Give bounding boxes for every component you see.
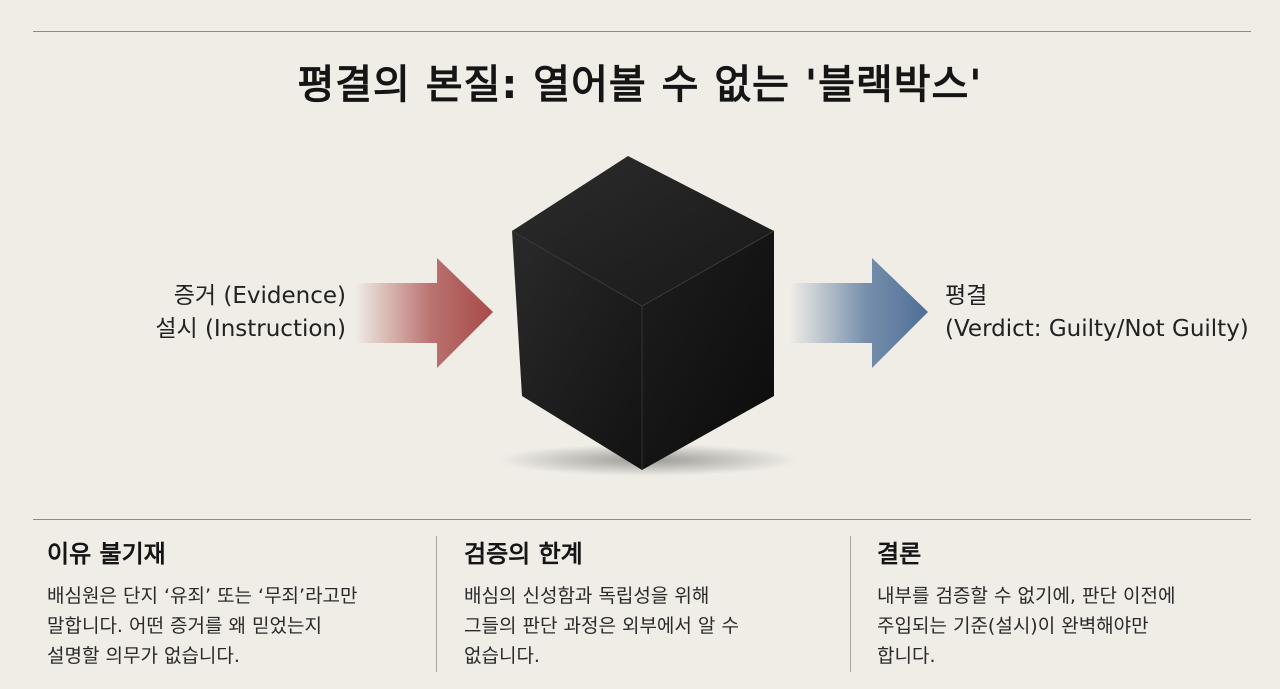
- black-box-cube: [511, 156, 775, 470]
- column-body: 배심의 신성함과 독립성을 위해 그들의 판단 과정은 외부에서 알 수 없습니…: [464, 585, 739, 667]
- cube-left-face: [512, 231, 642, 470]
- diagram-graphic: [355, 156, 928, 476]
- output-label: 평결 (Verdict: Guilty/Not Guilty): [945, 280, 1249, 346]
- input-label: 증거 (Evidence) 설시 (Instruction): [155, 280, 346, 346]
- input-arrow: [355, 258, 493, 368]
- output-verdict-label: 평결: [945, 283, 988, 309]
- column-conclusion: 결론 내부를 검증할 수 없기에, 판단 이전에 주입되는 기준(설시)이 완벽…: [877, 534, 1175, 671]
- cube-right-face: [642, 231, 774, 470]
- output-verdict-detail: (Verdict: Guilty/Not Guilty): [945, 316, 1249, 342]
- black-box-diagram: 증거 (Evidence) 설시 (Instruction) 평결 (Verdi…: [0, 140, 1280, 490]
- column-heading: 결론: [877, 540, 922, 568]
- bottom-rule: [33, 519, 1251, 520]
- column-divider: [850, 536, 851, 672]
- column-body: 내부를 검증할 수 없기에, 판단 이전에 주입되는 기준(설시)이 완벽해야만…: [877, 585, 1176, 667]
- page-title: 평결의 본질: 열어볼 수 없는 '블랙박스': [297, 62, 983, 108]
- input-evidence-label: 증거 (Evidence): [173, 283, 346, 309]
- column-divider: [436, 536, 437, 672]
- column-verification-limit: 검증의 한계 배심의 신성함과 독립성을 위해 그들의 판단 과정은 외부에서 …: [464, 534, 739, 671]
- column-body: 배심원은 단지 ‘유죄’ 또는 ‘무죄’라고만 말합니다. 어떤 증거를 왜 믿…: [47, 585, 358, 667]
- top-rule: [33, 31, 1251, 32]
- column-heading: 검증의 한계: [464, 540, 583, 568]
- output-arrow: [790, 258, 928, 368]
- column-heading: 이유 불기재: [47, 540, 166, 568]
- input-instruction-label: 설시 (Instruction): [155, 316, 346, 342]
- column-no-reason: 이유 불기재 배심원은 단지 ‘유죄’ 또는 ‘무죄’라고만 말합니다. 어떤 …: [47, 534, 358, 671]
